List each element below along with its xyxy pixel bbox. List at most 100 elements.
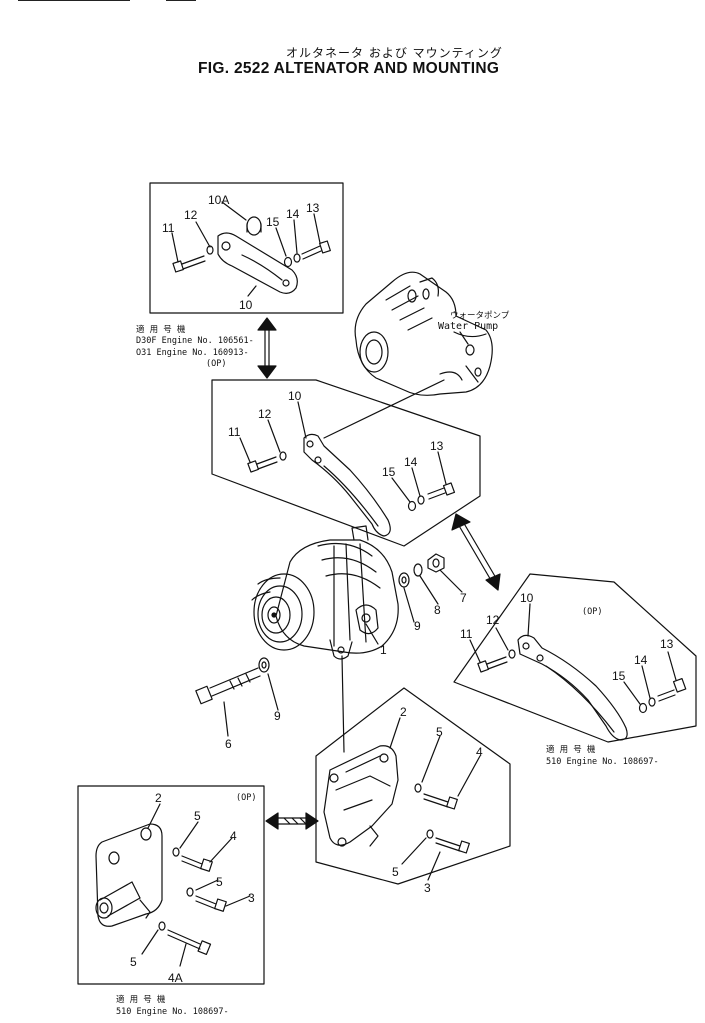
callout-15-middle: 15 (382, 465, 396, 479)
washer-5-lower (426, 829, 434, 839)
double-arrow-vertical (257, 317, 277, 379)
washer-12-right (508, 649, 516, 659)
pulley (253, 573, 315, 651)
callout-4: 4 (476, 745, 483, 759)
top-inset-frame (149, 182, 344, 314)
bracket-10-right (517, 634, 628, 741)
bracket-inset: 2 5 4 5 3 (315, 687, 511, 895)
callout-11-top: 11 (162, 221, 175, 235)
double-arrow-diagonal (451, 513, 501, 591)
washer-15-middle (407, 500, 417, 512)
callout-11-middle: 11 (228, 425, 241, 439)
washer-5-op-middle (186, 887, 194, 897)
svg-text:O31 Engine No. 160913-: O31 Engine No. 160913- (136, 348, 249, 358)
bolt-3 (435, 837, 470, 854)
washer-8 (413, 563, 423, 577)
right-inset: 10 12 11 13 14 15 (OP) (453, 573, 697, 743)
title-japanese: オルタネータ および マウンティング (286, 46, 503, 60)
callout-13-right: 13 (660, 637, 674, 651)
middle-inset-frame (211, 379, 481, 547)
bracket-10-middle (303, 433, 391, 537)
washer-5-op-lower (158, 921, 166, 931)
bolt-6 (195, 667, 261, 705)
callout-5-op-lower: 5 (130, 955, 137, 969)
callout-6: 6 (225, 737, 232, 751)
bolt-4a (167, 929, 212, 956)
top-border-segment-1 (18, 0, 130, 1)
spacer-10a (246, 216, 262, 236)
callout-1: 1 (380, 643, 387, 657)
op-label-right: (OP) (582, 607, 602, 617)
svg-text:D30F Engine No. 106561-: D30F Engine No. 106561- (136, 336, 254, 346)
water-pump-label: ウォータポンプ Water Pump (438, 311, 510, 345)
note-top-applicability: 適 用 号 機 D30F Engine No. 106561- O31 Engi… (136, 324, 254, 369)
note-bottom-applicability: 適 用 号 機 510 Engine No. 108697- (116, 994, 229, 1017)
svg-text:510 Engine No. 108697-: 510 Engine No. 108697- (116, 1007, 229, 1017)
bottom-left-inset: 2 5 4 5 3 5 4A (OP) (77, 785, 265, 985)
callout-14-right: 14 (634, 653, 648, 667)
callout-3: 3 (424, 881, 431, 895)
washer-5-upper (414, 783, 422, 793)
alternator (251, 525, 399, 660)
op-label-bottom: (OP) (236, 793, 256, 803)
right-inset-frame (453, 573, 697, 743)
middle-inset: 10 12 11 13 14 15 (211, 379, 481, 547)
callout-12-middle: 12 (258, 407, 272, 421)
callout-5-op-middle: 5 (216, 875, 223, 889)
callout-9-upper: 9 (414, 619, 421, 633)
nut-7 (427, 553, 445, 573)
callout-2-op: 2 (155, 791, 162, 805)
callout-10a: 10A (208, 193, 229, 207)
bolt-13-middle (427, 482, 456, 500)
mounting-bracket-2 (323, 745, 399, 846)
callout-2-bracket: 2 (400, 705, 407, 719)
washer-14-right (648, 697, 656, 707)
washer-15-top (283, 256, 293, 268)
callout-10-top: 10 (239, 298, 253, 312)
callout-5-op-upper: 5 (194, 809, 201, 823)
callout-5-lower: 5 (392, 865, 399, 879)
callout-3-op: 3 (248, 891, 255, 905)
svg-text:(OP): (OP) (206, 359, 226, 369)
callout-4-op: 4 (230, 829, 237, 843)
callout-8: 8 (434, 603, 441, 617)
figure-title: FIG. 2522 ALTENATOR AND MOUNTING (198, 60, 500, 77)
callout-15-top: 15 (266, 215, 280, 229)
callout-10-middle: 10 (288, 389, 302, 403)
top-inset: 10A 12 11 15 14 13 10 (149, 182, 344, 314)
bolt-13-right (657, 677, 687, 702)
svg-text:Water Pump: Water Pump (438, 321, 498, 332)
note-right-applicability: 適 用 号 機 510 Engine No. 108697- (546, 744, 659, 767)
callout-7: 7 (460, 591, 467, 605)
washer-15-right (638, 702, 648, 714)
bolt-13-top (301, 240, 331, 260)
main-fasteners: 7 8 9 1 6 9 (195, 553, 467, 751)
bolt-4-op (181, 855, 213, 872)
callout-5-upper: 5 (436, 725, 443, 739)
top-border-segment-2 (166, 0, 196, 1)
callout-15-right: 15 (612, 669, 626, 683)
bolt-11-middle (247, 456, 278, 473)
bolt-3-op (195, 895, 227, 912)
callout-10-right: 10 (520, 591, 534, 605)
callout-14-middle: 14 (404, 455, 418, 469)
callout-12-right: 12 (486, 613, 500, 627)
bolt-11-top (172, 255, 206, 273)
washer-9-lower (258, 657, 270, 673)
bracket-inset-frame (315, 687, 511, 885)
svg-text:ウォータポンプ: ウォータポンプ (450, 311, 510, 321)
bracket-10-top (217, 232, 298, 294)
bolt-4 (423, 793, 458, 810)
svg-text:適 用 号 機: 適 用 号 機 (136, 324, 186, 335)
callout-12-top: 12 (184, 208, 198, 222)
callout-9-lower: 9 (274, 709, 281, 723)
bolt-11-right (477, 656, 508, 673)
water-pump (354, 271, 493, 396)
mounting-bracket-2-op (95, 823, 163, 927)
washer-5-op-upper (172, 847, 180, 857)
washer-14-top (293, 253, 301, 263)
washer-12-middle (279, 451, 287, 461)
callout-14-top: 14 (286, 207, 300, 221)
washer-9-upper (398, 572, 410, 588)
